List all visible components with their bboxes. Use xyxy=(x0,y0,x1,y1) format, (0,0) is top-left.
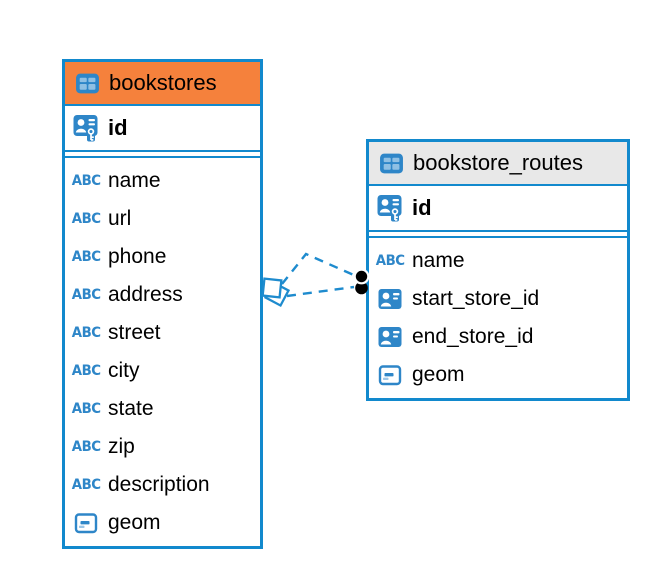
relation-source-diamond-marker xyxy=(261,277,291,308)
column-row[interactable]: ABC description xyxy=(65,466,260,504)
column-name: street xyxy=(108,321,161,344)
abc-icon: ABC xyxy=(71,249,101,265)
column-row[interactable]: ABC phone xyxy=(65,238,260,276)
column-name: id xyxy=(412,195,432,220)
table-icon xyxy=(378,151,404,176)
primary-key-person-icon xyxy=(73,114,99,142)
column-row[interactable]: ABC zip xyxy=(65,428,260,466)
column-row-id[interactable]: id xyxy=(65,106,260,150)
column-name: geom xyxy=(108,511,161,534)
column-row[interactable]: ABC city xyxy=(65,352,260,390)
key-columns-section: id xyxy=(65,106,260,152)
column-name: city xyxy=(108,359,140,382)
column-row[interactable]: end_store_id xyxy=(369,318,627,356)
relation-line[interactable] xyxy=(286,285,355,298)
column-name: state xyxy=(108,397,154,420)
abc-icon: ABC xyxy=(71,325,101,341)
table-bookstores-header[interactable]: bookstores xyxy=(65,62,260,106)
abc-icon: ABC xyxy=(71,363,101,379)
column-row[interactable]: ABC state xyxy=(65,390,260,428)
geometry-icon xyxy=(73,511,99,535)
column-row[interactable]: start_store_id xyxy=(369,280,627,318)
abc-icon: ABC xyxy=(71,439,101,455)
abc-icon: ABC xyxy=(71,401,101,417)
table-icon xyxy=(74,71,100,96)
column-row[interactable]: ABC name xyxy=(65,162,260,200)
column-name: end_store_id xyxy=(412,325,534,348)
column-row[interactable]: geom xyxy=(65,504,260,542)
primary-key-person-icon xyxy=(377,194,403,222)
abc-icon: ABC xyxy=(71,173,101,189)
column-name: address xyxy=(108,283,183,306)
column-name: geom xyxy=(412,363,465,386)
table-bookstore-routes[interactable]: bookstore_routes xyxy=(366,139,630,401)
column-name: name xyxy=(108,169,161,192)
column-row[interactable]: ABC name xyxy=(369,242,627,280)
table-title: bookstore_routes xyxy=(413,150,583,175)
abc-icon: ABC xyxy=(71,287,101,303)
abc-icon: ABC xyxy=(71,211,101,227)
column-name: name xyxy=(412,249,465,272)
abc-icon: ABC xyxy=(71,477,101,493)
column-row[interactable]: ABC url xyxy=(65,200,260,238)
columns-section: ABC name ABC url ABC phone ABC address A… xyxy=(65,156,260,546)
key-columns-section: id xyxy=(369,186,627,232)
column-name: phone xyxy=(108,245,167,268)
abc-icon: ABC xyxy=(375,253,405,269)
column-name: id xyxy=(108,115,128,140)
table-bookstore-routes-header[interactable]: bookstore_routes xyxy=(369,142,627,186)
column-row-id[interactable]: id xyxy=(369,186,627,230)
relation-start-store[interactable] xyxy=(281,252,357,285)
column-row[interactable]: geom xyxy=(369,356,627,394)
geometry-icon xyxy=(377,363,403,387)
column-row[interactable]: ABC street xyxy=(65,314,260,352)
person-ref-icon xyxy=(377,325,403,349)
table-bookstores[interactable]: bookstores xyxy=(62,59,263,549)
columns-section: ABC name start_store_id xyxy=(369,236,627,398)
relation-line[interactable] xyxy=(281,252,357,285)
person-ref-icon xyxy=(377,287,403,311)
column-name: url xyxy=(108,207,132,230)
column-name: zip xyxy=(108,435,135,458)
relation-end-store[interactable] xyxy=(286,285,355,298)
column-name: start_store_id xyxy=(412,287,540,310)
column-name: description xyxy=(108,473,210,496)
table-title: bookstores xyxy=(109,70,217,95)
column-row[interactable]: ABC address xyxy=(65,276,260,314)
